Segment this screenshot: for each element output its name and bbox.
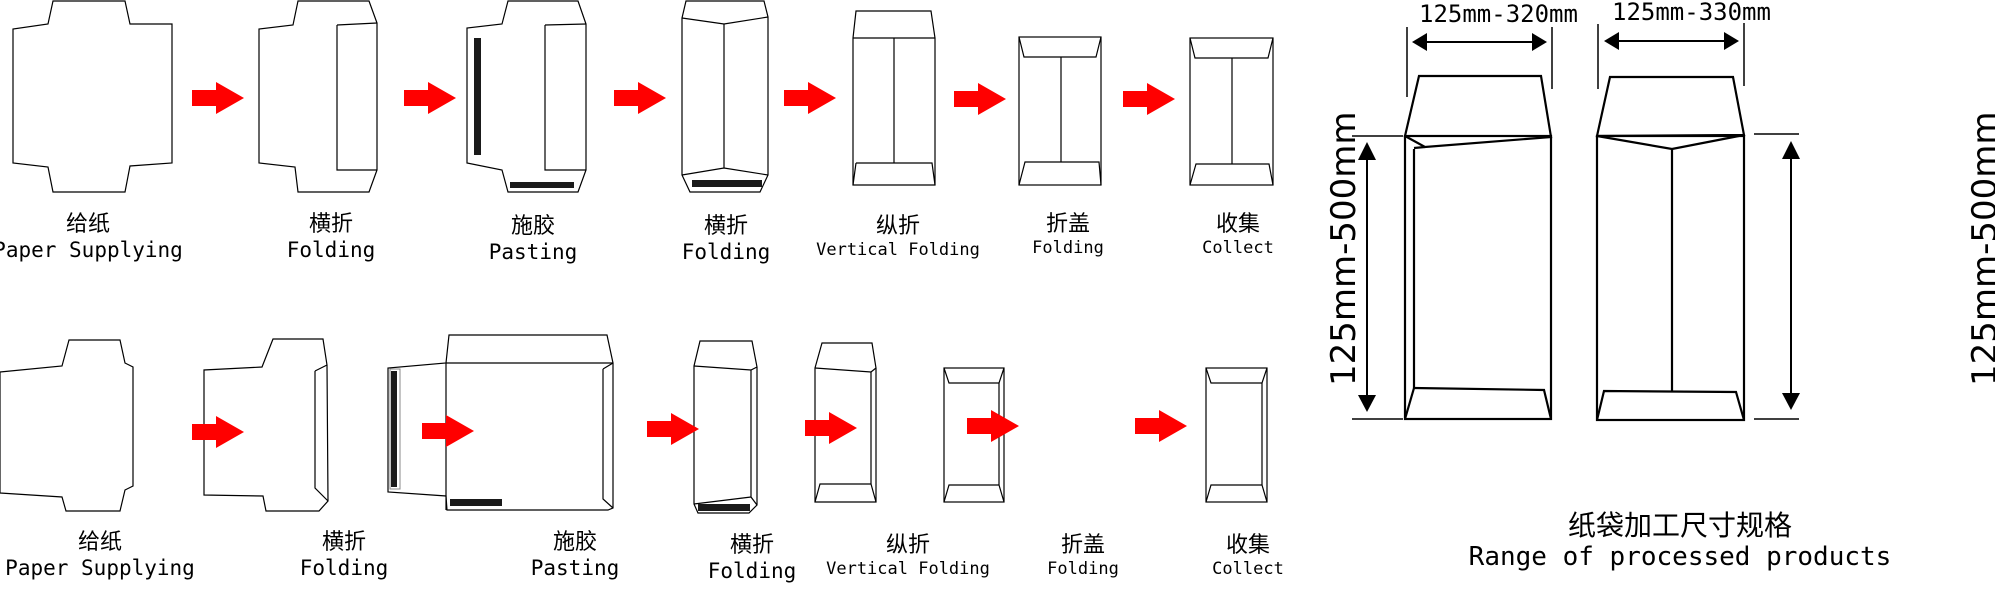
step-label-en: Folding — [1047, 559, 1119, 579]
row2-step2-side-fold-icon — [203, 338, 329, 512]
row1-step5-vertical-fold-icon — [852, 10, 936, 186]
step-label-cn: 横折 — [703, 214, 749, 239]
row1-arrow-4-icon — [783, 81, 837, 115]
row1-step7-finished-envelope-icon — [1189, 37, 1274, 186]
row1-arrow-5-icon — [953, 82, 1007, 116]
row2-arrow-3-icon — [646, 412, 700, 446]
row2-step1-caption: 给纸 Paper Supplying — [5, 532, 195, 579]
step-label-cn: 施胶 — [510, 214, 556, 239]
step-label-en: Folding — [1032, 238, 1104, 258]
step-label-en: Paper Supplying — [5, 556, 195, 580]
row1-arrow-6-icon — [1122, 82, 1176, 116]
row1-step6-caption: 折盖 Folding — [1032, 214, 1104, 257]
row2-step7-finished-envelope-icon — [1205, 367, 1268, 503]
row2-step3-caption: 施胶 Pasting — [531, 532, 620, 579]
row1-step1-caption: 给纸 Paper Supplying — [0, 214, 183, 261]
step-label-en: Folding — [286, 238, 376, 262]
step-label-cn: 给纸 — [65, 212, 110, 237]
right-width-label: 125mm-330mm — [1612, 0, 1771, 26]
row2-step5-caption: 纵折 Vertical Folding — [826, 535, 990, 578]
row2-step7-caption: 收集 Collect — [1212, 535, 1284, 578]
row1-step4-folded-glued-icon — [681, 0, 769, 193]
row1-step3-glue-icon — [466, 0, 587, 193]
row1-step3-caption: 施胶 Pasting — [489, 216, 578, 263]
step-label-en: Folding — [299, 556, 389, 580]
left-height-label: 125mm-500mm — [1324, 111, 1364, 386]
step-label-cn: 横折 — [308, 212, 354, 237]
row1-step2-side-fold-icon — [258, 0, 378, 193]
row1-step5-caption: 纵折 Vertical Folding — [816, 216, 980, 259]
row2-step4-caption: 横折 Folding — [708, 535, 797, 582]
right-bag-dimension-drawing — [1595, 23, 1800, 422]
row1-arrow-3-icon — [613, 81, 667, 115]
step-label-en: Paper Supplying — [0, 238, 183, 262]
range-title-cn: 纸袋加工尺寸规格 — [1567, 509, 1793, 542]
step-label-cn: 纵折 — [885, 533, 931, 558]
step-label-cn: 纵折 — [875, 214, 921, 239]
row2-step1-flat-blank-icon — [0, 339, 134, 512]
step-label-cn: 折盖 — [1045, 212, 1090, 237]
row1-step2-caption: 横折 Folding — [287, 214, 376, 261]
step-label-en: Collect — [1212, 559, 1284, 579]
step-label-cn: 收集 — [1215, 212, 1260, 237]
left-bag-dimension-drawing — [1352, 27, 1553, 421]
step-label-cn: 横折 — [729, 533, 775, 558]
step-label-cn: 施胶 — [552, 530, 598, 555]
step-label-cn: 收集 — [1225, 533, 1270, 558]
step-label-cn: 折盖 — [1060, 533, 1105, 558]
step-label-cn: 给纸 — [77, 530, 122, 555]
step-label-en: Pasting — [488, 240, 578, 264]
row2-arrow-6-icon — [1134, 409, 1188, 443]
row2-step2-caption: 横折 Folding — [300, 532, 389, 579]
right-height-label: 125mm-500mm — [1965, 111, 1995, 386]
row2-step4-folded-glued-icon — [693, 340, 758, 514]
row1-step7-caption: 收集 Collect — [1202, 214, 1274, 257]
range-title-en: Range of processed products — [1468, 542, 1892, 572]
step-label-cn: 横折 — [321, 530, 367, 555]
row1-arrow-1-icon — [191, 81, 245, 115]
row2-step6-caption: 折盖 Folding — [1047, 535, 1119, 578]
step-label-en: Collect — [1202, 238, 1274, 258]
left-width-label: 125mm-320mm — [1419, 0, 1578, 28]
step-label-en: Vertical Folding — [816, 240, 980, 260]
row1-step4-caption: 横折 Folding — [682, 216, 771, 263]
step-label-en: Folding — [681, 240, 771, 264]
step-label-en: Folding — [707, 559, 797, 583]
row1-step1-flat-blank-icon — [12, 0, 173, 193]
row1-arrow-2-icon — [403, 81, 457, 115]
row2-step3-glue-icon — [387, 334, 614, 511]
row1-step6-flap-fold-icon — [1018, 36, 1102, 186]
step-label-en: Vertical Folding — [826, 559, 990, 579]
step-label-en: Pasting — [530, 556, 620, 580]
